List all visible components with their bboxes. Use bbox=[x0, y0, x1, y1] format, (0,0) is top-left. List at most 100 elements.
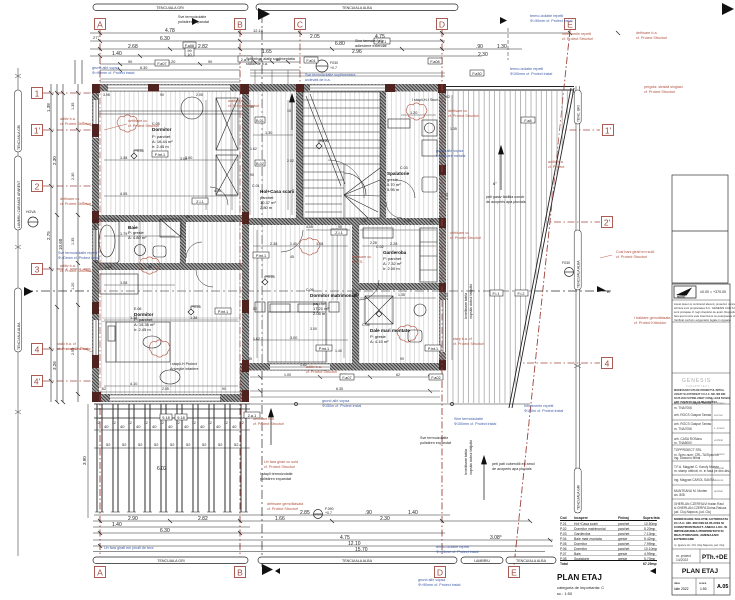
svg-text:A: A bbox=[97, 20, 103, 30]
svg-text:1.15: 1.15 bbox=[105, 265, 112, 269]
svg-text:P.int.1: P.int.1 bbox=[319, 347, 329, 351]
svg-text:statall de b.a.: statall de b.a. bbox=[246, 62, 268, 66]
svg-text:P: parchet: P: parchet bbox=[383, 256, 402, 261]
svg-text:1.38: 1.38 bbox=[120, 156, 127, 160]
svg-text:A: 15.35 m²: A: 15.35 m² bbox=[134, 322, 155, 327]
svg-text:polistiren expandat: polistiren expandat bbox=[178, 20, 209, 24]
svg-text:Supra fata: Supra fata bbox=[643, 516, 660, 520]
svg-text:defrisare b.a.: defrisare b.a. bbox=[636, 31, 658, 35]
svg-text:Un fara girari cu suid: Un fara girari cu suid bbox=[264, 460, 298, 464]
svg-text:an. 808: an. 808 bbox=[674, 493, 685, 497]
svg-text:TENCUIALA GRI: TENCUIALA GRI bbox=[17, 125, 21, 150]
svg-text:IMPREJMUIREA PROPRIETATII SI: IMPREJMUIREA PROPRIETATII SI bbox=[674, 529, 724, 533]
svg-text:3.00: 3.00 bbox=[180, 157, 187, 161]
svg-text:MODIFICARI FATA DE PROIECTUL I: MODIFICARI FATA DE PROIECTUL INITIAL bbox=[674, 389, 725, 392]
svg-text:D: D bbox=[439, 20, 445, 30]
svg-text:P.05: P.05 bbox=[560, 542, 567, 546]
svg-text:90: 90 bbox=[400, 357, 404, 361]
svg-text:4.05: 4.05 bbox=[214, 189, 221, 193]
svg-text:tehnica sunt proprietatea S.C.: tehnica sunt proprietatea S.C. GENESIS C… bbox=[674, 306, 735, 310]
svg-text:TENCUIALA ALBA: TENCUIALA ALBA bbox=[342, 559, 373, 563]
svg-text:P: gresie: P: gresie bbox=[128, 230, 145, 235]
svg-text:9.18: 9.18 bbox=[162, 416, 169, 420]
svg-text:I traktare gemotilasata: I traktare gemotilasata bbox=[634, 316, 671, 320]
svg-text:cf. Proiect Structuri: cf. Proiect Structuri bbox=[253, 422, 284, 426]
svg-text:EXTERIOARE: EXTERIOARE bbox=[674, 537, 694, 541]
svg-text:Φ=90mm cf. Proiect instal: Φ=90mm cf. Proiect instal bbox=[530, 19, 573, 23]
svg-text:Spalatorie: Spalatorie bbox=[574, 557, 589, 561]
svg-text:C.06: C.06 bbox=[306, 288, 314, 292]
svg-text:peti pasiv falditia constr: peti pasiv falditia constr bbox=[486, 195, 525, 199]
svg-text:s. proiect: s. proiect bbox=[714, 401, 725, 405]
svg-text:h: 2.00 m: h: 2.00 m bbox=[383, 266, 400, 271]
svg-text:4: 4 bbox=[35, 345, 40, 355]
svg-text:sc.: 1:50: sc.: 1:50 bbox=[557, 591, 573, 596]
svg-text:4.05: 4.05 bbox=[120, 192, 127, 196]
svg-text:35: 35 bbox=[248, 357, 252, 361]
svg-text:ing. Diaconu Mihai: ing. Diaconu Mihai bbox=[674, 456, 701, 460]
svg-text:4.78: 4.78 bbox=[165, 28, 175, 34]
svg-text:data: data bbox=[674, 581, 680, 585]
svg-text:3: 3 bbox=[35, 265, 40, 275]
svg-text:Intretinerile repetii: Intretinerile repetii bbox=[524, 404, 553, 408]
svg-text:PLAN ETAJ: PLAN ETAJ bbox=[557, 573, 602, 582]
svg-text:4.75: 4.75 bbox=[340, 535, 350, 541]
svg-text:35: 35 bbox=[250, 105, 254, 109]
svg-text:Anvegile intariere: Anvegile intariere bbox=[170, 367, 199, 371]
svg-text:Garderoba: Garderoba bbox=[383, 250, 407, 255]
svg-text:Baie: Baie bbox=[128, 225, 138, 230]
svg-text:gresie: gresie bbox=[618, 537, 627, 541]
svg-text:Baie: Baie bbox=[574, 552, 581, 556]
svg-text:PLAN ETAJ: PLAN ETAJ bbox=[682, 568, 718, 575]
svg-text:A: A bbox=[97, 568, 103, 578]
svg-text:17.21 m²: 17.21 m² bbox=[313, 306, 329, 311]
svg-text:A: 4.15 m²: A: 4.15 m² bbox=[370, 339, 389, 344]
svg-text:Hol+Casa scarii: Hol+Casa scarii bbox=[574, 522, 598, 526]
svg-text:arh. ROCS Gaspar Tamas: arh. ROCS Gaspar Tamas bbox=[674, 413, 712, 417]
svg-text:I stapli-H Proiect: I stapli-H Proiect bbox=[170, 362, 197, 366]
svg-text:12: 12 bbox=[224, 421, 228, 425]
svg-text:intretinerile repetii: intretinerile repetii bbox=[562, 32, 591, 36]
svg-text:cf. Proiect Structuri: cf. Proiect Structuri bbox=[562, 37, 593, 41]
svg-text:Dale mari montate: Dale mari montate bbox=[370, 328, 410, 333]
svg-text:ART. 7 ALIN 16. SE VA REAUTORI: ART. 7 ALIN 16. SE VA REAUTORIZA. bbox=[674, 401, 718, 404]
svg-text:Baie matr montata: Baie matr montata bbox=[574, 537, 602, 541]
svg-text:Z.i.1: Z.i.1 bbox=[196, 200, 203, 204]
svg-text:P: parchet: P: parchet bbox=[134, 317, 153, 322]
svg-text:12.10: 12.10 bbox=[253, 28, 264, 33]
svg-text:gresie: gresie bbox=[618, 552, 627, 556]
svg-text:I stapli-H-f Stum: I stapli-H-f Stum bbox=[412, 98, 438, 102]
svg-text:2.30: 2.30 bbox=[478, 52, 488, 58]
svg-text:10.37 m²: 10.37 m² bbox=[260, 200, 276, 205]
svg-text:90: 90 bbox=[253, 307, 257, 311]
svg-text:cf. Proiect Structuri: cf. Proiect Structuri bbox=[60, 122, 91, 126]
svg-text:2.82: 2.82 bbox=[198, 44, 208, 50]
svg-text:Invelitoare tabla: Invelitoare tabla bbox=[464, 292, 468, 319]
svg-text:12: 12 bbox=[192, 421, 196, 425]
svg-text:52: 52 bbox=[106, 442, 111, 447]
svg-text:12.10: 12.10 bbox=[348, 541, 361, 547]
svg-text:grund alb! vopsa: grund alb! vopsa bbox=[436, 149, 464, 153]
svg-text:PTh.+DE: PTh.+DE bbox=[702, 554, 728, 561]
svg-text:E: E bbox=[511, 568, 517, 578]
svg-text:2.28: 2.28 bbox=[370, 241, 377, 245]
svg-text:MUNTEANU M. Morten: MUNTEANU M. Morten bbox=[674, 489, 708, 493]
svg-text:3.08°: 3.08° bbox=[490, 535, 502, 541]
svg-text:TENCUIALA ALBA: TENCUIALA ALBA bbox=[516, 559, 547, 563]
svg-text:2.28: 2.28 bbox=[390, 242, 397, 246]
svg-text:F.i.2: F.i.2 bbox=[518, 292, 525, 296]
svg-text:1.20: 1.20 bbox=[410, 111, 417, 115]
svg-text:C.03: C.03 bbox=[400, 166, 408, 170]
svg-text:12: 12 bbox=[96, 421, 100, 425]
svg-text:1.30: 1.30 bbox=[497, 44, 507, 50]
svg-text:Sve termoizolatie suplimentara: Sve termoizolatie suplimentara bbox=[305, 73, 356, 77]
svg-text:1': 1' bbox=[34, 126, 41, 136]
svg-text:2.75: 2.75 bbox=[46, 231, 51, 240]
svg-text:parchet: parchet bbox=[618, 522, 629, 526]
svg-text:52: 52 bbox=[122, 442, 127, 447]
svg-text:F.a07: F.a07 bbox=[157, 62, 166, 66]
svg-text:Φ150m cf. Proiect instal: Φ150m cf. Proiect instal bbox=[524, 409, 563, 413]
svg-text:cf. Proiect Structuri: cf. Proiect Structuri bbox=[264, 465, 295, 469]
svg-text:2.55: 2.55 bbox=[71, 348, 75, 355]
svg-text:m. stamp obtinut; m. in fasa p: m. stamp obtinut; m. in fasa pe dec-fas-… bbox=[674, 469, 731, 473]
